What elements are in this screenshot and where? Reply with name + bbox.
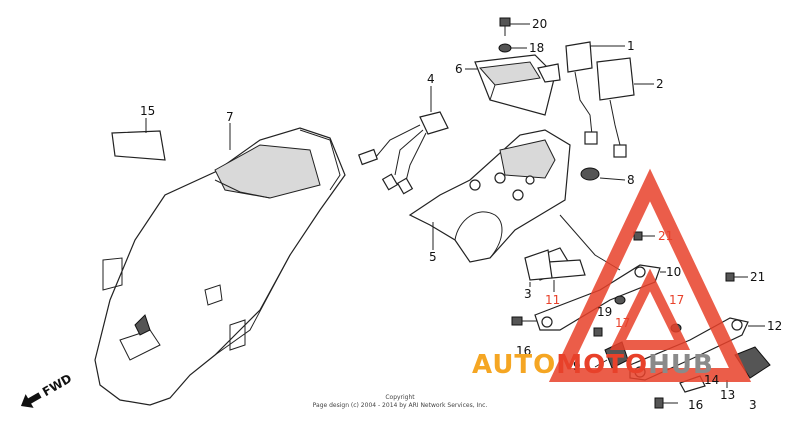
label-9: 9 [573, 359, 581, 373]
label-7: 7 [226, 110, 234, 124]
label-4: 4 [427, 72, 435, 86]
label-3b: 3 [749, 398, 757, 412]
label-3a: 3 [524, 287, 532, 301]
part-18-nut [498, 43, 527, 53]
part-5-tail-carrier [408, 129, 621, 271]
label-8: 8 [627, 173, 635, 187]
copyright-line-1: Copyright [385, 394, 415, 401]
part-3-bracket [524, 249, 553, 287]
label-13: 13 [720, 388, 735, 402]
label-12: 12 [767, 319, 782, 333]
fwd-label: FWD [40, 371, 74, 399]
label-5: 5 [429, 250, 437, 264]
part-20-bolt [499, 17, 530, 36]
label-10: 10 [666, 265, 681, 279]
copyright-line-2: Page design (c) 2004 - 2014 by ARI Netwo… [313, 402, 488, 409]
label-19: 19 [597, 305, 612, 319]
watermark-text: AUTOMOTOHUB [472, 350, 714, 380]
label-17a: 17 [615, 316, 630, 330]
label-11: 11 [545, 293, 560, 307]
label-21a: 21 [658, 229, 673, 243]
part-16-bolts [511, 316, 678, 409]
part-1-relay [565, 41, 625, 145]
label-21b: 21 [750, 270, 765, 284]
part-7-rear-fender [94, 123, 346, 406]
label-16b: 16 [688, 398, 703, 412]
part-15-decal [111, 118, 166, 161]
label-16a: 16 [516, 344, 531, 358]
watermark-part-2: MOTO [556, 350, 648, 380]
part-8-grommet [580, 167, 626, 181]
label-17b: 17 [669, 293, 684, 307]
label-1: 1 [627, 39, 635, 53]
label-20: 20 [532, 17, 547, 31]
part-6-bracket [465, 54, 561, 116]
label-18: 18 [529, 41, 544, 55]
part-21-bolts [633, 231, 748, 282]
part-19-bolt [593, 327, 603, 337]
label-6: 6 [455, 62, 463, 76]
part-4-harness [358, 86, 449, 195]
watermark-part-3: HUB [648, 350, 714, 380]
fwd-arrow: FWD [20, 371, 74, 408]
watermark-logo [548, 168, 752, 382]
label-15: 15 [140, 104, 155, 118]
part-2-relay [596, 57, 654, 158]
label-2: 2 [656, 77, 664, 91]
watermark-part-1: AUTO [472, 350, 556, 380]
label-14: 14 [704, 373, 719, 387]
